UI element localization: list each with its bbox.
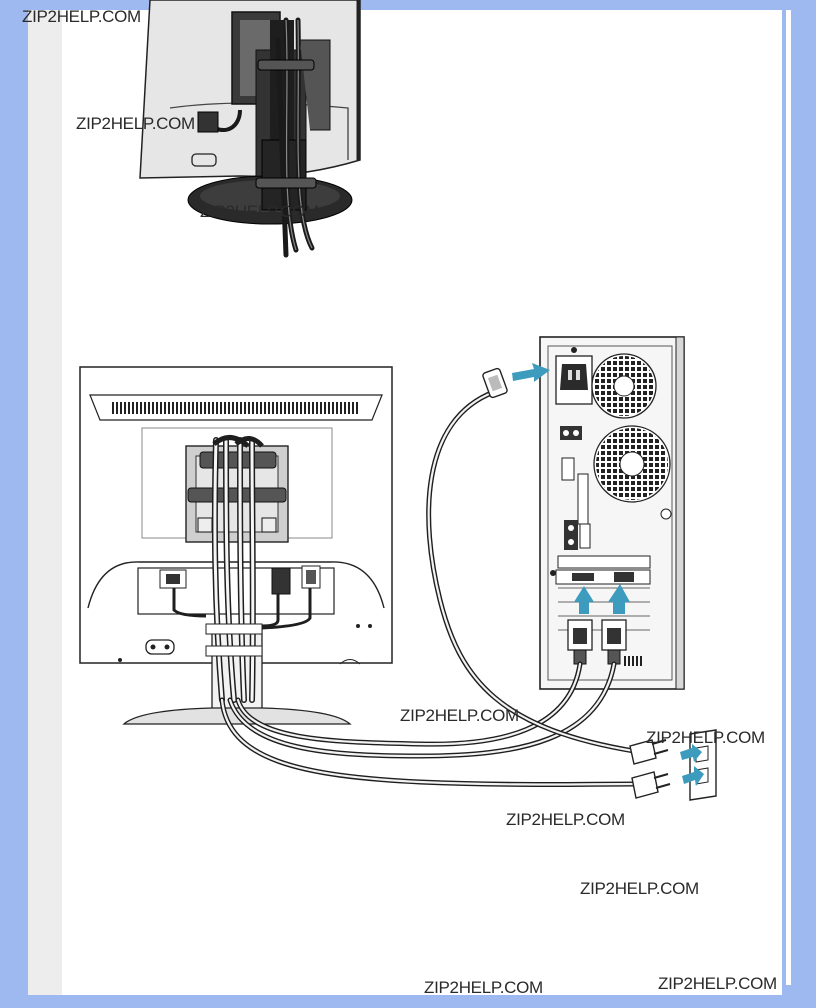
watermark: ZIP2HELP.COM [658, 974, 777, 993]
arrow-icon [680, 744, 702, 762]
watermark: ZIP2HELP.COM [76, 114, 195, 133]
watermark: ZIP2HELP.COM [424, 978, 543, 997]
monitor-rear-top [139, 0, 361, 258]
vga-connector-icon [614, 572, 634, 582]
watermark: ZIP2HELP.COM [400, 706, 519, 725]
fan-icon [593, 425, 671, 503]
power-plug-icon [629, 739, 669, 765]
monitor-rear [79, 366, 393, 725]
watermark: ZIP2HELP.COM [22, 7, 141, 26]
watermark: ZIP2HELP.COM [506, 810, 625, 829]
watermark: ZIP2HELP.COM [200, 202, 319, 221]
arrow-icon [512, 363, 550, 382]
arrow-icon [682, 766, 704, 786]
watermark: ZIP2HELP.COM [646, 728, 765, 747]
pc-tower-rear [539, 336, 685, 690]
arrow-icon [608, 584, 630, 614]
pc-power-socket-icon [555, 347, 593, 405]
watermark: ZIP2HELP.COM [580, 879, 699, 898]
left-margin-band [28, 10, 62, 995]
cables [219, 389, 643, 787]
right-rail [786, 10, 791, 985]
dvi-connector-icon [572, 573, 594, 581]
fan-icon [591, 353, 657, 419]
power-plug-icon [482, 367, 508, 399]
arrow-icon [574, 586, 594, 614]
power-plug-icon [631, 771, 671, 799]
